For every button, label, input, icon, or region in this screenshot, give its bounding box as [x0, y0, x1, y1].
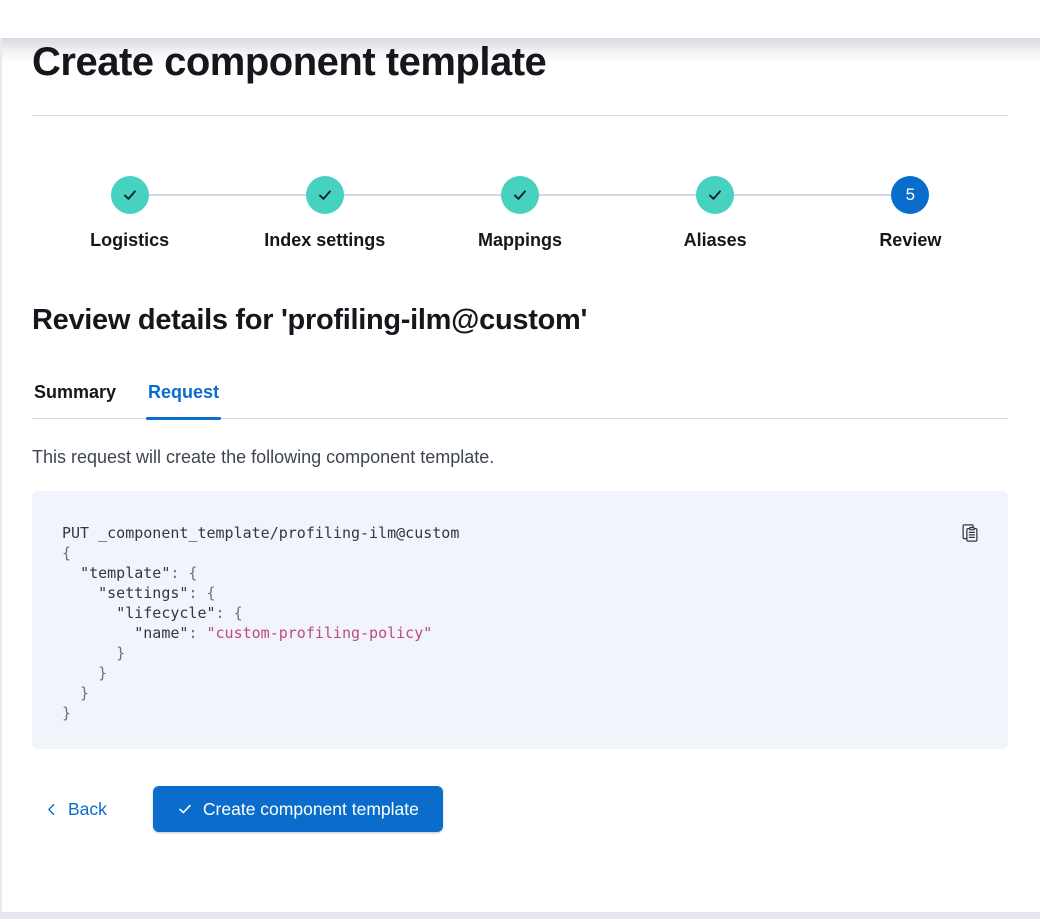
- step-label: Mappings: [477, 230, 562, 250]
- check-icon: [696, 176, 735, 214]
- top-edge-gradient: [0, 38, 1040, 64]
- review-heading: Review details for 'profiling-ilm@custom…: [32, 304, 588, 336]
- request-code: PUT _component_template/profiling-ilm@cu…: [62, 524, 460, 723]
- check-icon: [305, 176, 344, 214]
- footer-actions: Back Create component template: [32, 786, 1008, 833]
- left-edge-line: [0, 38, 2, 919]
- step-label: Index settings: [264, 230, 386, 250]
- step-label: Aliases: [683, 230, 747, 250]
- tab-list: Summary Request: [32, 382, 1008, 420]
- copy-clipboard-icon: [960, 523, 980, 543]
- step-aliases[interactable]: Aliases: [618, 176, 813, 251]
- back-button[interactable]: Back: [44, 799, 107, 820]
- chevron-left-icon: [44, 802, 59, 817]
- back-button-label: Back: [68, 798, 107, 819]
- request-description: This request will create the following c…: [32, 446, 495, 467]
- check-icon: [110, 176, 149, 214]
- page-title: Create component template: [32, 40, 547, 84]
- step-logistics[interactable]: Logistics: [32, 176, 227, 251]
- step-index-settings[interactable]: Index settings: [227, 176, 422, 251]
- check-icon: [177, 801, 193, 817]
- step-label: Logistics: [90, 230, 170, 250]
- step-number-badge: 5: [891, 176, 930, 214]
- submit-button-label: Create component template: [202, 798, 419, 819]
- step-label: Review: [879, 230, 942, 250]
- create-component-template-button[interactable]: Create component template: [152, 786, 443, 833]
- tab-request[interactable]: Request: [146, 382, 222, 420]
- title-divider: [32, 115, 1008, 116]
- copy-button[interactable]: [958, 521, 982, 545]
- step-mappings[interactable]: Mappings: [422, 176, 617, 251]
- bottom-edge-strip: [0, 912, 1040, 919]
- request-code-block: PUT _component_template/profiling-ilm@cu…: [32, 491, 1008, 750]
- tab-summary[interactable]: Summary: [32, 382, 118, 418]
- page-content: Create component template Logistics Index…: [0, 38, 1040, 833]
- check-icon: [500, 176, 539, 214]
